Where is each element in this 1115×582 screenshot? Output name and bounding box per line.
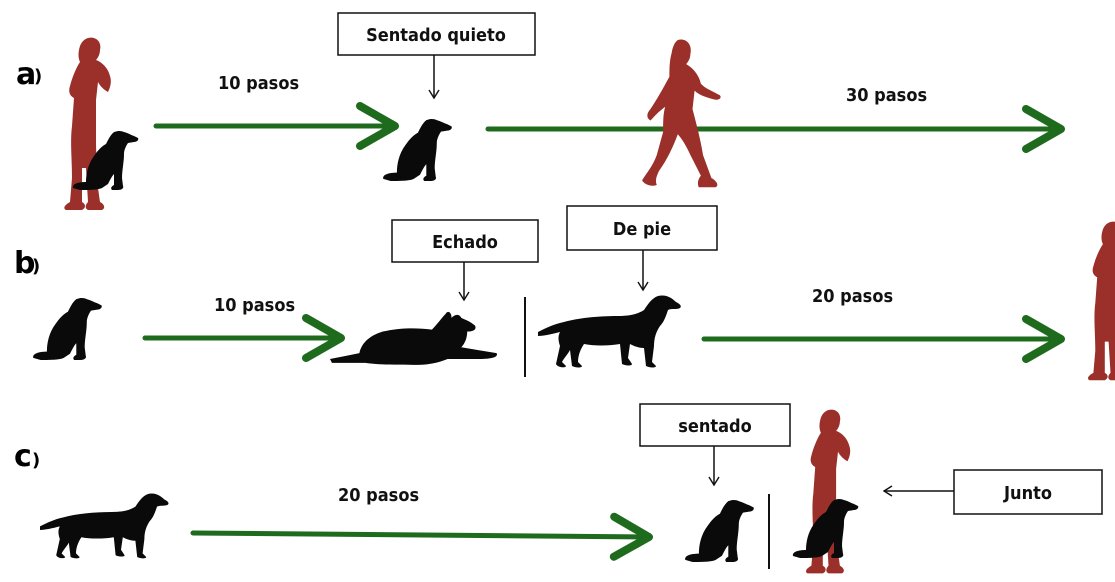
sitting-dog-icon: [383, 119, 452, 181]
sitting-dog-icon: [33, 298, 102, 360]
distance-label: 20 pasos: [338, 485, 419, 506]
distance-label: 20 pasos: [812, 286, 893, 307]
standing-dog-icon: [538, 295, 681, 368]
command-box: [337, 12, 536, 56]
row-label-b-paren: ): [32, 256, 40, 277]
row-label-c-paren: ): [32, 450, 40, 471]
distance-label: 10 pasos: [218, 73, 299, 94]
command-box: [639, 403, 791, 447]
lying-dog-icon: [330, 311, 497, 365]
walking-person-icon: [642, 39, 721, 188]
row-label-c: c: [14, 439, 32, 474]
row-label-a: a: [16, 57, 36, 92]
command-box: [391, 219, 539, 263]
row-c: c ) 20 pasos sentado Junto: [14, 403, 1103, 574]
command-label: Junto: [1003, 483, 1052, 504]
handler-person-icon: [1088, 221, 1115, 381]
command-label: De pie: [613, 219, 671, 240]
command-label: Sentado quieto: [366, 25, 506, 46]
command-box: [566, 205, 718, 251]
arrow-20-pasos: [190, 512, 653, 561]
command-label: sentado: [678, 416, 752, 437]
row-label-b: b: [14, 246, 35, 281]
standing-dog-icon: [40, 493, 169, 559]
distance-label: 10 pasos: [214, 295, 295, 316]
command-box: [953, 469, 1103, 515]
distance-label: 30 pasos: [846, 85, 927, 106]
row-b: b ) 10 pasos Echado De pie 20 pasos: [14, 205, 1115, 381]
row-label-a-paren: ): [34, 66, 42, 87]
sitting-dog-icon: [685, 500, 754, 562]
row-a: a ) 10 pasos Sentado quieto 30 pasos: [16, 12, 1065, 211]
command-label: Echado: [432, 232, 498, 253]
